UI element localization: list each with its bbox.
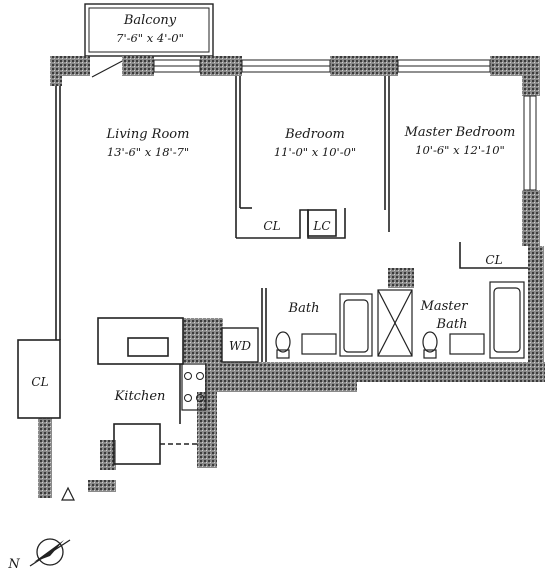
master-bedroom-dims: 10'-6" x 12'-10" (415, 143, 505, 157)
thin-walls (17, 76, 528, 465)
kitchen-name: Kitchen (114, 389, 166, 404)
bedroom-closet-label: CL (263, 219, 280, 233)
compass-icon (29, 538, 71, 567)
bath-name: Bath (288, 301, 320, 316)
linen-closet-label: LC (312, 219, 330, 233)
balcony-name: Balcony (123, 13, 177, 28)
entry-marker (61, 486, 75, 501)
bedroom-name: Bedroom (284, 127, 345, 142)
balcony-dims: 7'-6" x 4'-0" (116, 31, 184, 45)
entry-closet-label: CL (31, 375, 48, 389)
living-room-dims: 13'-6" x 18'-7" (107, 145, 189, 159)
north-label: N (7, 557, 20, 572)
washer-dryer (221, 327, 259, 363)
kitchen-range (181, 363, 207, 411)
master-closet-label: CL (485, 253, 502, 267)
living-room-name: Living Room (106, 127, 190, 142)
windows (153, 59, 537, 191)
bedroom-dims: 11'-0" x 10'-0" (274, 145, 356, 159)
master-bedroom-name: Master Bedroom (404, 125, 516, 140)
master-bath-name-line2: Bath (436, 317, 468, 332)
walls (38, 56, 545, 498)
bath-fixtures (275, 281, 525, 359)
master-bath-name-line1: Master (420, 299, 469, 314)
washer-dryer-label: WD (229, 339, 251, 353)
